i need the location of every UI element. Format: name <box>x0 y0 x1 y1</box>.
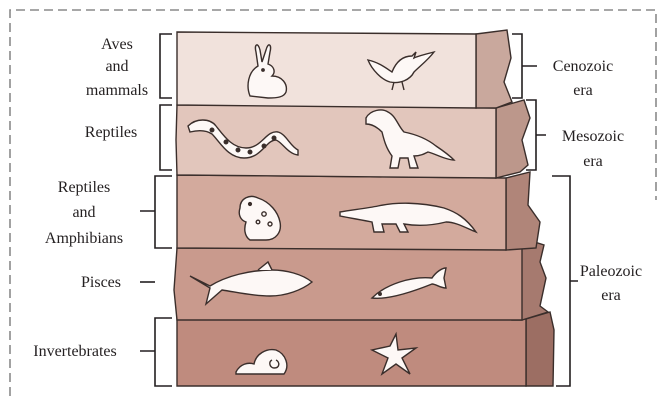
stratum-1 <box>177 30 512 108</box>
era-mesozoic-name: Mesozoic <box>562 128 624 145</box>
label-invertebrates-text: Invertebrates <box>33 343 117 360</box>
label-reptiles-text: Reptiles <box>85 124 137 141</box>
label-reptiles-2: Reptiles <box>58 179 110 196</box>
era-mesozoic: Mesozoic era <box>526 100 624 170</box>
bracket-reptiles-amphibians <box>140 176 172 248</box>
era-paleozoic: Paleozoic era <box>552 176 642 386</box>
label-invertebrates: Invertebrates <box>33 318 172 386</box>
bracket-mesozoic <box>526 100 546 170</box>
era-paleozoic-era: era <box>601 287 621 304</box>
label-pisces-text: Pisces <box>81 274 121 291</box>
label-amphibians: Amphibians <box>45 230 123 247</box>
label-aves-mammals: Aves and mammals <box>86 34 172 99</box>
stratum-5 <box>177 312 554 386</box>
bracket-cenozoic <box>512 34 537 98</box>
bracket-aves-mammals <box>160 34 172 98</box>
bracket-reptiles <box>160 105 172 170</box>
label-reptiles-amphibians: Reptiles and Amphibians <box>45 176 172 248</box>
era-cenozoic-era: era <box>573 82 593 99</box>
era-paleozoic-name: Paleozoic <box>580 263 642 280</box>
label-aves: Aves <box>101 36 133 53</box>
label-and-1: and <box>105 58 128 75</box>
era-cenozoic: Cenozoic era <box>512 34 613 99</box>
bracket-invertebrates <box>140 318 172 386</box>
label-mammals: mammals <box>86 82 148 99</box>
label-pisces: Pisces <box>81 274 155 291</box>
label-reptiles: Reptiles <box>85 105 172 170</box>
era-mesozoic-era: era <box>583 153 603 170</box>
stratum-2 <box>176 100 530 178</box>
bracket-paleozoic <box>552 176 578 386</box>
era-cenozoic-name: Cenozoic <box>553 58 613 75</box>
label-and-2: and <box>72 204 95 221</box>
